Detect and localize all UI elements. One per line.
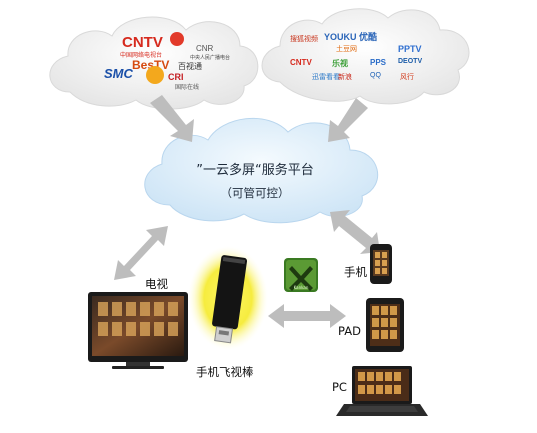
phone-stick-device — [188, 246, 268, 350]
service-platform-label: ”一云多屏“服务平台 （可管可控） — [130, 160, 380, 204]
app-icon: Kankan — [284, 258, 318, 292]
tv-device — [88, 292, 188, 369]
arrow-right-down — [328, 98, 368, 142]
stick-label: 手机飞视棒 — [196, 365, 254, 379]
logo-sohu: 搜狐视频 — [290, 36, 318, 43]
logo-cnr-sub: 中央人民广播电台 — [190, 55, 231, 61]
logo-smc: SMC — [104, 66, 133, 81]
logo-deotv: DEOTV — [398, 58, 423, 65]
tv-label: 电视 — [145, 277, 168, 291]
logo-funshion: 风行 — [400, 74, 414, 81]
arrow-left-down — [150, 95, 194, 142]
logo-cnr: CNR — [196, 44, 214, 53]
logo-cntv-right: CNTV — [290, 58, 312, 67]
logo-qq: QQ — [370, 72, 381, 79]
logo-sun-icon — [146, 66, 164, 84]
pad-device — [366, 298, 404, 352]
arrows — [114, 95, 380, 328]
logo-pps: PPS — [370, 58, 387, 67]
pad-label: PAD — [338, 324, 361, 338]
phone-device — [370, 244, 392, 284]
right-source-cloud — [261, 8, 470, 105]
logo-pptv: PPTV — [398, 44, 422, 54]
phone-label: 手机 — [344, 265, 367, 279]
pc-device — [336, 366, 428, 416]
arrow-stick-devices — [268, 304, 346, 328]
service-platform-cloud — [144, 117, 379, 224]
logo-cri-sub: 国际在线 — [175, 85, 200, 91]
svg-text:Kankan: Kankan — [294, 285, 309, 290]
pc-label: PC — [332, 380, 347, 394]
cloud-subtitle: （可管可控） — [220, 186, 290, 200]
logo-sina: 新浪 — [338, 74, 352, 81]
logo-cntv-sub: 中国网络电视台 — [120, 53, 163, 59]
logo-cri: CRI — [168, 72, 184, 82]
logo-tudou: 土豆网 — [336, 46, 357, 53]
logo-youku: YOUKU 优酷 — [324, 32, 378, 42]
arrow-cloud-tv — [114, 226, 168, 280]
arrow-cloud-phone — [330, 210, 380, 254]
logo-cntv: CNTV — [122, 34, 163, 51]
logo-bestv-sub: 百视通 — [178, 62, 202, 71]
logo-letv: 乐视 — [332, 59, 348, 68]
cloud-title: ”一云多屏“服务平台 — [196, 163, 314, 178]
logo-flower-icon — [170, 32, 184, 46]
logo-xunlei: 迅雷看看 — [312, 74, 340, 81]
